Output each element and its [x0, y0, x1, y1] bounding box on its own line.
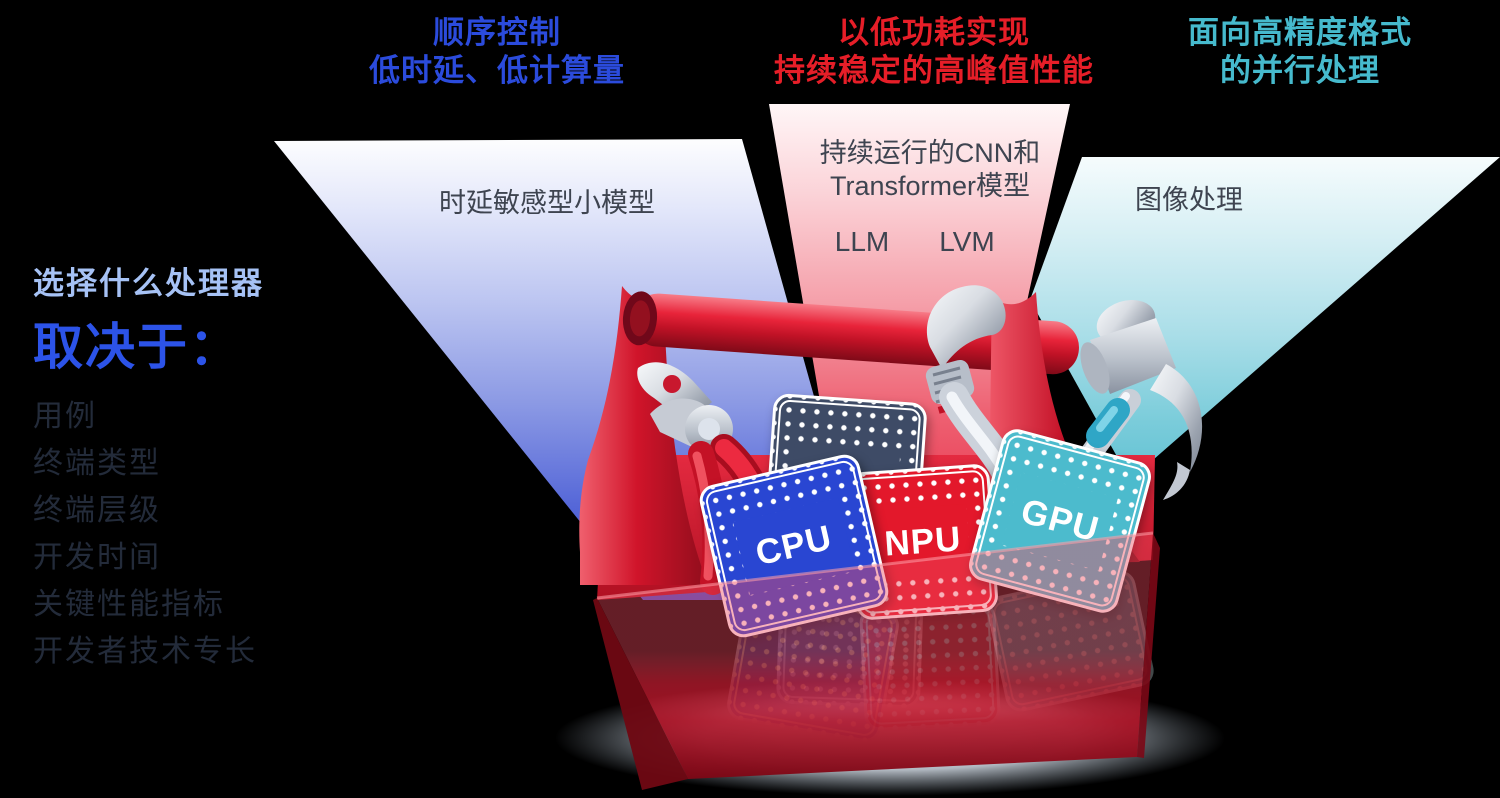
lvm-tag: LVM	[939, 226, 995, 257]
left-panel-heading: 选择什么处理器	[33, 266, 264, 301]
title-low-power: 以低功耗实现 持续稳定的高峰值性能	[758, 14, 1110, 90]
list-item: 用例	[33, 400, 97, 433]
toolbox-left-support	[579, 286, 708, 585]
title-line: 面向高精度格式	[1188, 15, 1412, 50]
decision-factor-list: 用例 终端类型 终端层级 开发时间 关键性能指标 开发者技术专长	[33, 393, 264, 675]
title-line: 低时延、低计算量	[369, 53, 625, 88]
npu-beam-label-line: Transformer模型	[829, 171, 1031, 201]
title-line: 持续稳定的高峰值性能	[774, 53, 1094, 88]
title-line: 以低功耗实现	[838, 15, 1030, 50]
toolbox-tray-front	[593, 531, 1160, 790]
title-line: 顺序控制	[433, 15, 561, 50]
gpu-beam-label: 图像处理	[1135, 185, 1243, 215]
list-item: 开发时间	[33, 541, 161, 574]
cpu-beam-label: 时延敏感型小模型	[439, 188, 655, 218]
npu-beam-label-line: 持续运行的CNN和	[819, 138, 1041, 168]
list-item: 关键性能指标	[33, 588, 225, 621]
llm-tag: LLM	[834, 226, 890, 257]
title-high-precision: 面向高精度格式 的并行处理	[1124, 14, 1476, 90]
left-panel: 选择什么处理器 取决于： 用例 终端类型 终端层级 开发时间 关键性能指标 开发…	[33, 258, 264, 675]
title-line: 的并行处理	[1220, 53, 1380, 88]
list-item: 终端类型	[33, 447, 161, 480]
list-item: 开发者技术专长	[33, 635, 257, 668]
toolbox-handle	[622, 291, 1079, 375]
npu-beam-label: 持续运行的CNN和 Transformer模型	[778, 137, 1082, 203]
list-item: 终端层级	[33, 494, 161, 527]
left-panel-subheading: 取决于：	[33, 319, 241, 375]
title-sequential-control: 顺序控制 低时延、低计算量	[347, 14, 647, 90]
